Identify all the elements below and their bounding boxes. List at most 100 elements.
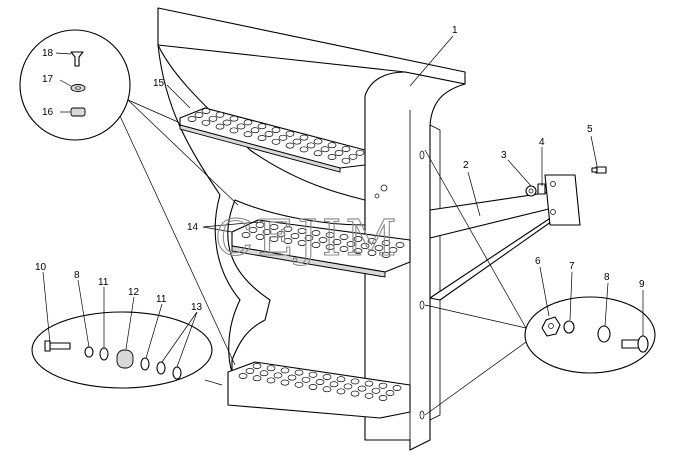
callout-leaders <box>42 35 644 368</box>
detail-circle-top-left <box>19 29 131 141</box>
perforation-hole <box>381 252 391 258</box>
lower-step-tread <box>227 361 411 419</box>
perforation-hole <box>259 370 269 377</box>
perforation-hole <box>350 378 360 385</box>
callout-2: 2 <box>463 160 469 171</box>
callout-13: 13 <box>191 302 203 313</box>
callout-12: 12 <box>128 287 140 298</box>
perforation-hole <box>243 131 253 138</box>
bracket-hardware <box>525 166 607 197</box>
perforation-hole <box>381 240 391 246</box>
perforation-hole <box>320 146 330 153</box>
perforation-hole <box>229 127 239 134</box>
perforation-hole <box>378 395 388 401</box>
callout-6: 6 <box>535 256 541 267</box>
perforation-hole <box>280 367 290 374</box>
perforation-hole <box>332 239 342 245</box>
perforation-hole <box>294 381 304 388</box>
perforation-hole <box>208 115 218 122</box>
perforation-hole <box>313 150 323 157</box>
perforation-hole <box>299 146 309 153</box>
perforation-hole <box>287 374 297 381</box>
perforation-hole <box>313 138 323 145</box>
perforation-hole <box>325 232 335 238</box>
perforation-hole <box>236 123 246 130</box>
callout-4: 4 <box>539 137 545 148</box>
watermark-text: CEJIM <box>215 209 401 267</box>
perforation-hole <box>264 131 274 137</box>
perforation-hole <box>339 246 349 252</box>
perforation-hole <box>355 149 365 156</box>
callout-1: 1 <box>452 25 458 36</box>
perforation-hole <box>266 377 276 384</box>
perforation-hole <box>315 379 325 385</box>
callout-8-left: 8 <box>74 270 80 281</box>
perforation-hole <box>357 385 367 392</box>
callout-11-b: 11 <box>156 294 167 305</box>
perforation-hole <box>329 381 339 388</box>
callout-14: 14 <box>187 222 199 233</box>
lower-step-holes <box>238 363 402 401</box>
perforation-hole <box>322 386 332 393</box>
perforation-hole <box>278 134 288 141</box>
perforation-hole <box>311 230 321 236</box>
perforation-hole <box>222 119 232 126</box>
perforation-hole <box>255 234 265 240</box>
perforation-hole <box>297 240 307 246</box>
perforation-hole <box>269 224 279 230</box>
detail-ellipse-bottom-left <box>31 311 213 389</box>
perforation-hole <box>266 365 276 372</box>
perforation-hole <box>353 236 363 242</box>
middle-step-holes <box>241 222 405 258</box>
perforation-hole <box>215 111 225 118</box>
perforation-hole <box>255 222 265 228</box>
perforation-hole <box>229 115 239 122</box>
perforation-hole <box>388 247 398 253</box>
perforation-hole <box>271 138 281 145</box>
perforation-hole <box>201 119 211 126</box>
perforation-hole <box>364 392 374 399</box>
callout-9: 9 <box>639 279 645 290</box>
perforation-hole <box>364 380 374 387</box>
callout-3: 3 <box>501 150 507 161</box>
callout-labels: 1 2 3 4 5 6 7 8 8 9 10 11 11 12 13 14 15… <box>35 25 645 313</box>
perforation-hole <box>348 153 358 160</box>
callout-10: 10 <box>35 262 47 273</box>
perforation-hole <box>308 371 318 378</box>
perforation-hole <box>301 376 311 383</box>
perforation-hole <box>367 238 377 244</box>
callout-8-right: 8 <box>604 272 610 283</box>
perforation-hole <box>257 123 267 130</box>
perforation-hole <box>311 242 321 248</box>
perforation-hole <box>292 138 302 145</box>
explosion-lines <box>119 99 527 416</box>
callout-18: 18 <box>42 48 54 59</box>
perforation-hole <box>360 243 370 249</box>
perforation-hole <box>367 250 377 256</box>
perforation-hole <box>285 142 295 149</box>
perforation-hole <box>241 232 251 238</box>
perforation-hole <box>245 368 255 374</box>
perforation-hole <box>271 127 281 133</box>
perforation-hole <box>371 387 381 394</box>
perforation-hole <box>392 385 402 391</box>
perforation-hole <box>201 108 211 114</box>
perforation-hole <box>353 248 363 254</box>
perforation-hole <box>325 244 335 250</box>
perforation-hole <box>276 231 286 237</box>
perforation-hole <box>299 134 309 141</box>
perforation-hole <box>290 233 300 239</box>
perforation-hole <box>297 228 307 234</box>
callout-5: 5 <box>587 124 593 135</box>
detail-ellipse-bottom-right <box>524 296 656 374</box>
perforation-hole <box>318 237 328 243</box>
perforation-hole <box>395 242 405 248</box>
perforation-hole <box>322 374 332 380</box>
perforation-hole <box>336 388 346 395</box>
perforation-hole <box>346 241 356 247</box>
perforation-hole <box>374 245 384 251</box>
perforation-hole <box>262 229 272 235</box>
perforation-hole <box>327 142 337 149</box>
perforation-hole <box>273 372 283 379</box>
perforation-hole <box>187 116 197 122</box>
